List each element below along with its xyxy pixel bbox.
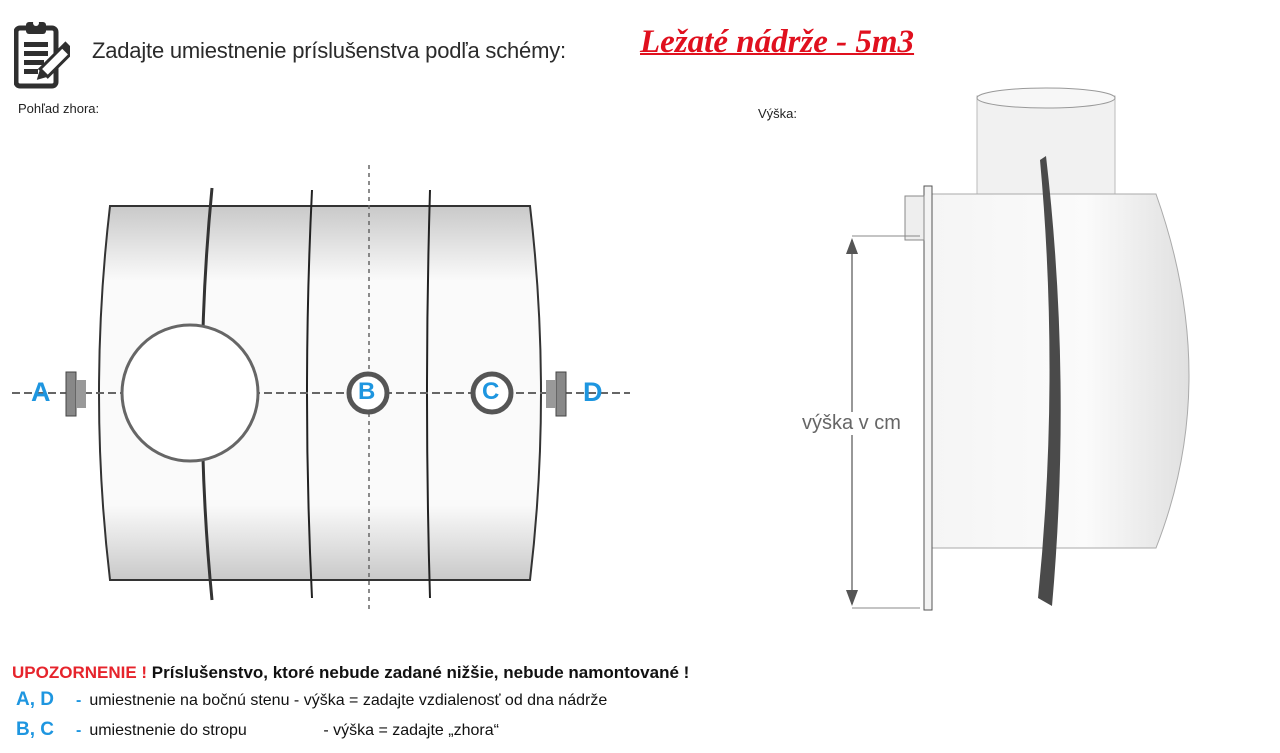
note-row-bc: B, C -umiestnenie do stropu - výška = zada…	[16, 719, 499, 741]
point-c-marker	[470, 371, 514, 415]
note-key: B, C	[16, 719, 54, 740]
note-height: - výška = zadajte vzdialenosť od dna nád…	[293, 692, 608, 709]
note-row-ad: A, D -umiestnenie na bočnú stenu - výška …	[16, 689, 607, 711]
top-view-diagram	[12, 165, 630, 612]
point-b-label: B	[358, 378, 376, 405]
page-title: Zadajte umiestnenie príslušenstva podľa …	[92, 38, 566, 63]
warning-text: Príslušenstvo, ktoré nebude zadané nižši…	[151, 663, 690, 682]
note-placement: umiestnenie do stropu	[89, 722, 247, 739]
top-view-label: Pohľad zhora:	[18, 101, 100, 116]
side-view-label: Výška:	[758, 106, 798, 121]
warning-label: UPOZORNENIE !	[12, 663, 148, 682]
note-dash: -	[76, 692, 82, 709]
point-c-label: C	[482, 378, 500, 405]
side-view-diagram	[846, 87, 1190, 611]
note-placement: umiestnenie na bočnú stenu	[89, 692, 290, 709]
note-height: - výška = zadajte „zhora“	[323, 722, 499, 739]
warning-line: UPOZORNENIE ! Príslušenstvo, ktoré nebud…	[12, 663, 689, 683]
note-key: A, D	[16, 689, 54, 710]
tank-type-link[interactable]: Ležaté nádrže - 5m3	[640, 24, 915, 60]
point-a-label: A	[31, 377, 51, 407]
clipboard-pencil-icon	[14, 20, 70, 89]
point-d-label: D	[583, 377, 603, 407]
point-b-marker	[346, 371, 390, 415]
note-dash: -	[76, 722, 82, 739]
height-dimension-label: výška v cm	[800, 412, 903, 435]
